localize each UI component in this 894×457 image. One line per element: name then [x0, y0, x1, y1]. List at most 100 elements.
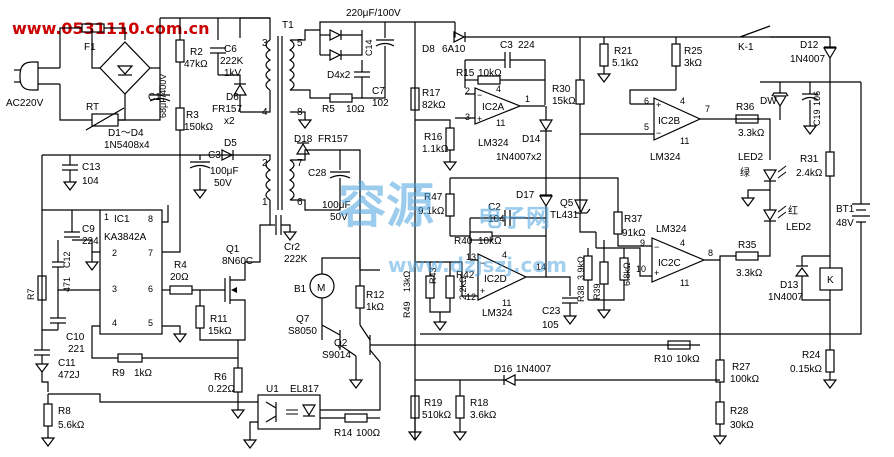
resistor-r3	[175, 107, 185, 131]
resistor-r9	[117, 353, 143, 363]
d8-label: D8	[422, 44, 435, 55]
capacitor-cr2	[275, 215, 282, 235]
u1-part: EL817	[290, 384, 319, 395]
d6-mult: x2	[224, 116, 235, 127]
ic2b-pin6: 6	[644, 96, 649, 106]
ic2d-plus: +	[480, 286, 485, 296]
r36-label: R36	[736, 102, 755, 113]
diode-d5	[221, 149, 234, 161]
c7-value: 102	[372, 98, 389, 109]
ground	[822, 379, 838, 389]
diode-d4a	[329, 29, 342, 41]
ic2b-plus: +	[656, 100, 661, 110]
resistor-r39	[599, 261, 609, 285]
led2b-label: LED2	[786, 222, 811, 233]
c19-label: C19	[812, 109, 822, 126]
ic2c-label: IC2C	[658, 258, 681, 269]
ic1-pin5: 5	[148, 318, 153, 328]
diode-d12	[822, 46, 838, 60]
c28-label: C28	[308, 168, 327, 179]
mains-label: AC220V	[6, 98, 44, 109]
capacitor-c11	[34, 349, 50, 356]
ic2a-pin1: 1	[525, 94, 530, 104]
diode-d8	[453, 31, 466, 43]
r16-value: 1.1kΩ	[422, 144, 449, 155]
ic2c-pin4: 4	[680, 238, 685, 248]
ic1-pin6: 6	[148, 284, 153, 294]
c6-value: 222K	[220, 56, 244, 67]
r11-label: R11	[210, 314, 228, 325]
capacitor-c10	[50, 312, 66, 324]
resistor-r17	[410, 87, 420, 111]
opamp-ic2b	[653, 97, 702, 141]
r35-value: 3.3kΩ	[736, 268, 763, 279]
c12-label: C12	[62, 251, 72, 268]
c3-value: 100μF	[210, 166, 239, 177]
ground	[84, 261, 100, 271]
c6-label: C6	[224, 44, 237, 55]
ic1-ka3842a	[99, 209, 163, 335]
c28-value: 100μF	[322, 200, 351, 211]
r39-value: 6.8kΩ	[622, 262, 632, 286]
resistor-r47	[445, 193, 455, 217]
led-green	[762, 165, 787, 182]
ic2b-part: LM324	[650, 152, 681, 163]
r19-value: 510kΩ	[422, 410, 452, 421]
q2-part: S9014	[322, 350, 351, 361]
resistor-r10	[667, 340, 691, 350]
resistor-r8	[43, 403, 53, 427]
shunt-ref-q5	[574, 199, 591, 214]
bridge-rectifier	[99, 41, 151, 95]
ic2d-pin11: 11	[502, 298, 511, 308]
ic1-pin7: 7	[148, 248, 153, 258]
c3-voltage: 50V	[214, 178, 232, 189]
r8-value: 5.6kΩ	[58, 420, 85, 431]
resistor-r12	[355, 285, 365, 309]
c10-label: C10	[66, 332, 85, 343]
ground	[596, 73, 612, 83]
r19-label: R19	[424, 398, 443, 409]
rt-label: RT	[86, 102, 99, 113]
ic2c-plus: +	[654, 268, 659, 278]
r17-value: 82kΩ	[422, 100, 446, 111]
r25-value: 3kΩ	[684, 58, 703, 69]
c13-label: C13	[82, 162, 101, 173]
b1-label: B1	[294, 284, 307, 295]
ground	[740, 197, 756, 207]
r5-value: 10Ω	[346, 104, 365, 115]
ic2b-pin7: 7	[705, 104, 710, 114]
ground	[230, 409, 246, 419]
ic2d-pin14: 14	[536, 262, 546, 272]
t1-pin6: 6	[297, 197, 303, 208]
c23-value: 105	[542, 320, 559, 331]
c11-label: C11	[58, 358, 76, 369]
ic2a-pin3: 3	[465, 112, 470, 122]
diode-d4b	[329, 49, 342, 61]
r4-value: 20Ω	[170, 272, 189, 283]
d12-label: D12	[800, 40, 819, 51]
watermark-sub: 电子网	[478, 204, 550, 232]
d12-part: 1N4007	[790, 54, 825, 65]
c9-label: C9	[82, 224, 95, 235]
d5-label: D5	[224, 138, 237, 149]
ground	[802, 125, 818, 135]
k1-label: K-1	[738, 42, 754, 53]
r35-label: R35	[738, 240, 757, 251]
r12-value: 1kΩ	[366, 302, 385, 313]
r25-label: R25	[684, 46, 703, 57]
r18-label: R18	[470, 398, 489, 409]
relay-coil-k	[819, 267, 843, 291]
r2-label: R2	[190, 47, 203, 58]
transistor-q7	[321, 324, 357, 357]
r27-value: 100kΩ	[730, 374, 760, 385]
q1-label: Q1	[226, 244, 240, 255]
r42-value: 2.2kΩ	[458, 276, 468, 300]
r2-value: 47kΩ	[184, 59, 208, 70]
r30-label: R30	[552, 84, 571, 95]
resistor-r2	[175, 39, 185, 63]
d13-part: 1N4007	[768, 292, 803, 303]
ic1-pin2: 2	[112, 248, 117, 258]
t1-label: T1	[282, 20, 294, 31]
r40-value: 10kΩ	[478, 236, 502, 247]
ic2a-pin11: 11	[496, 118, 505, 128]
